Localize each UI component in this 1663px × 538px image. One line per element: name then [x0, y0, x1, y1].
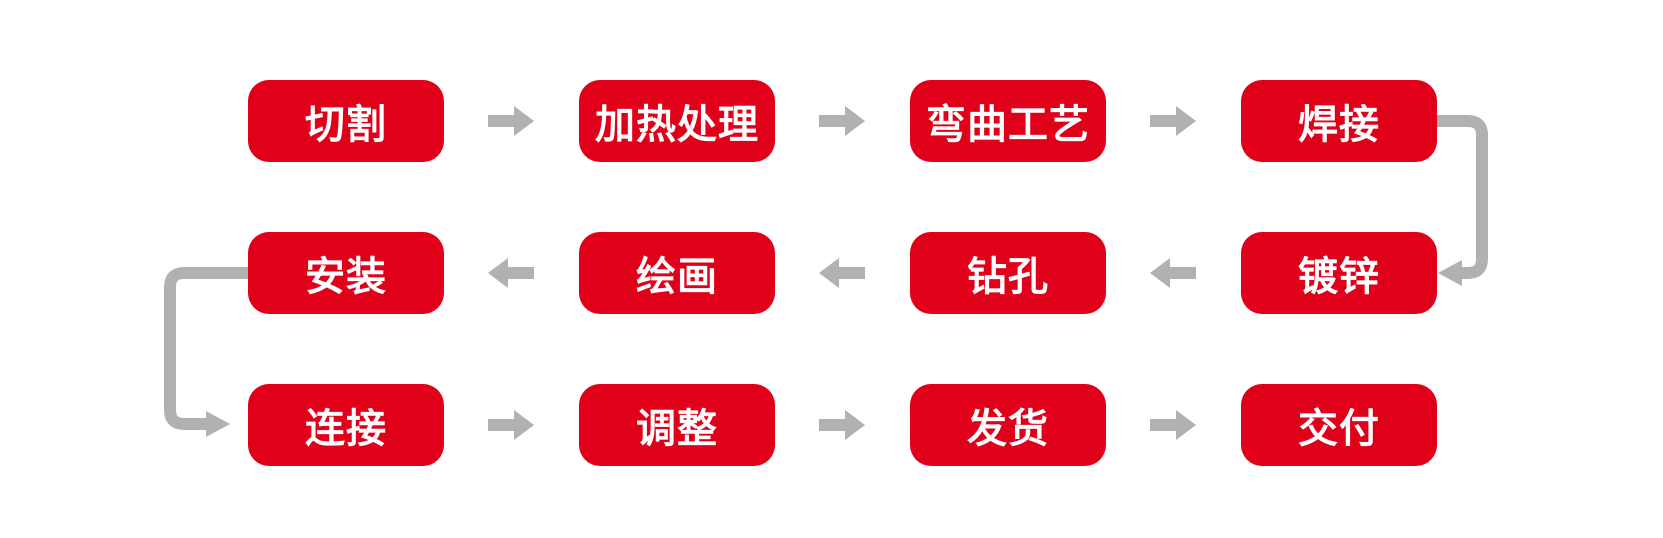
- right-arrow-icon: [819, 410, 865, 440]
- left-arrow-icon: [1150, 258, 1196, 288]
- elbow-connector-down-left-icon: [1437, 115, 1488, 286]
- step-welding: 焊接: [1241, 80, 1437, 162]
- step-shipping: 发货: [910, 384, 1106, 466]
- right-arrow-icon: [819, 106, 865, 136]
- step-cutting: 切割: [248, 80, 444, 162]
- right-arrow-icon: [488, 106, 534, 136]
- step-galvanizing: 镀锌: [1241, 232, 1437, 314]
- step-adjustment: 调整: [579, 384, 775, 466]
- step-delivery: 交付: [1241, 384, 1437, 466]
- left-arrow-icon: [819, 258, 865, 288]
- right-arrow-icon: [1150, 410, 1196, 440]
- step-painting: 绘画: [579, 232, 775, 314]
- step-bending: 弯曲工艺: [910, 80, 1106, 162]
- right-arrow-icon: [1150, 106, 1196, 136]
- step-connection: 连接: [248, 384, 444, 466]
- left-arrow-icon: [488, 258, 534, 288]
- step-heat-treatment: 加热处理: [579, 80, 775, 162]
- step-installation: 安装: [248, 232, 444, 314]
- right-arrow-icon: [488, 410, 534, 440]
- step-drilling: 钻孔: [910, 232, 1106, 314]
- elbow-connector-down-right-icon: [164, 267, 248, 437]
